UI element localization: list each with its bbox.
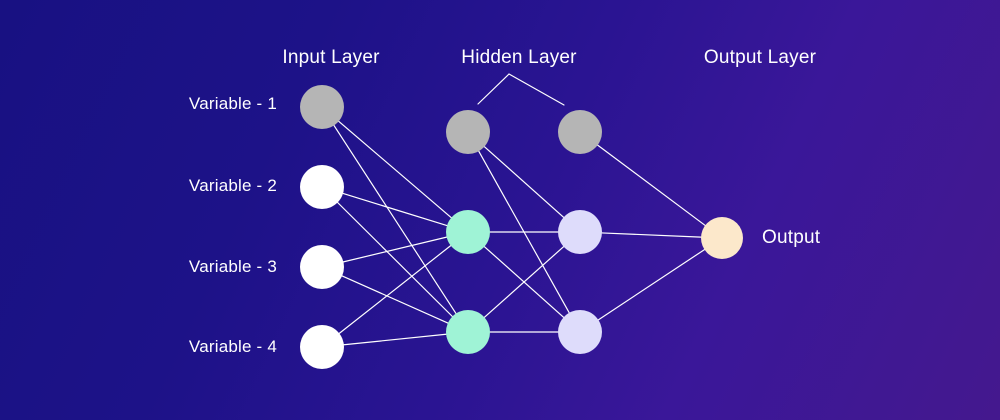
- variable-label-4: Variable - 4: [188, 337, 277, 356]
- edge-in4-h1c: [343, 333, 447, 346]
- edge-h2c-out: [597, 248, 706, 321]
- variable-label-2: Variable - 2: [188, 176, 277, 195]
- edge-h1a-h2b: [483, 146, 565, 218]
- node-out[interactable]: [701, 217, 743, 259]
- node-in2[interactable]: [300, 165, 344, 209]
- variable-label-1: Variable - 1: [188, 94, 277, 113]
- hidden-layer-title: Hidden Layer: [461, 47, 577, 68]
- edge-in3-h1b: [342, 236, 448, 263]
- edge-h1c-h2b: [483, 246, 565, 318]
- node-in3[interactable]: [300, 245, 344, 289]
- input-layer-title: Input Layer: [282, 47, 380, 68]
- nodes-group: [300, 85, 743, 369]
- node-h1a[interactable]: [446, 110, 490, 154]
- output-node-label: Output: [762, 227, 821, 248]
- variable-label-3: Variable - 3: [188, 257, 277, 276]
- edges-group: [333, 120, 706, 346]
- pointer-arm-left: [477, 73, 510, 105]
- node-h2a[interactable]: [558, 110, 602, 154]
- node-in4[interactable]: [300, 325, 344, 369]
- hidden-layer-pointer: [477, 73, 565, 106]
- edge-h2b-out: [601, 232, 702, 238]
- node-h1c[interactable]: [446, 310, 490, 354]
- edge-in2-h1b: [342, 192, 448, 227]
- pointer-arm-right: [508, 73, 565, 106]
- edge-in1-h1b: [338, 120, 452, 219]
- edge-in3-h1c: [341, 275, 449, 324]
- edge-h2a-out: [597, 144, 706, 227]
- edge-in1-h1c: [333, 124, 457, 315]
- node-in1[interactable]: [300, 85, 344, 129]
- node-h2c[interactable]: [558, 310, 602, 354]
- output-layer-title: Output Layer: [703, 47, 817, 68]
- edge-in2-h1c: [337, 201, 453, 318]
- edge-in4-h1b: [338, 245, 452, 334]
- node-h1b[interactable]: [446, 210, 490, 254]
- node-h2b[interactable]: [558, 210, 602, 254]
